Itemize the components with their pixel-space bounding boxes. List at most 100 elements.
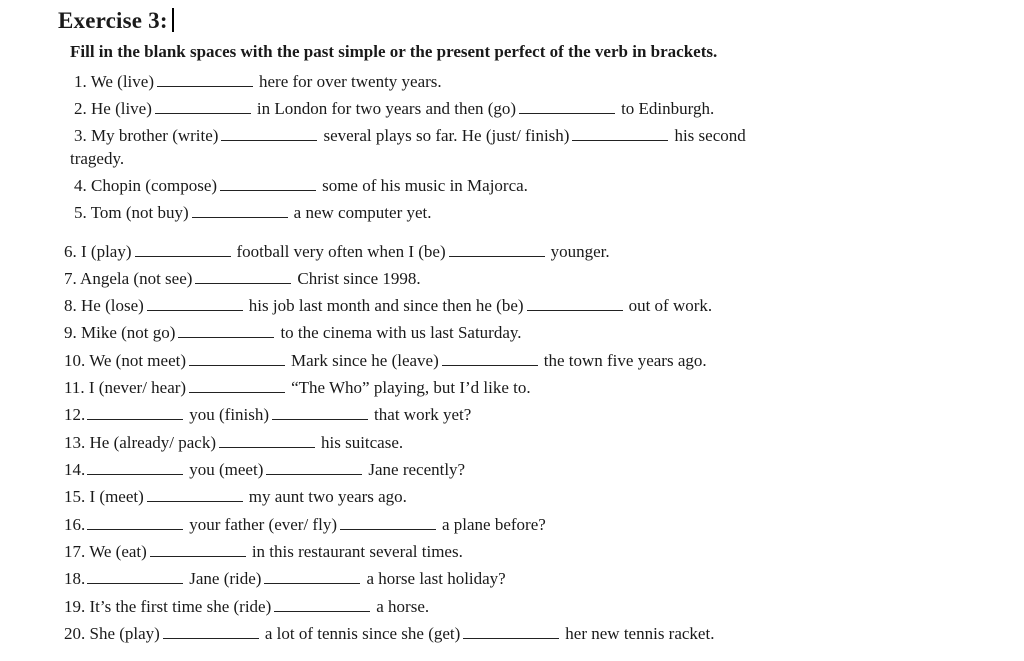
exercise-item-16: 16. your father (ever/ fly) a plane before… — [64, 515, 546, 535]
exercise-item-11: 11. I (never/ hear) “The Who” playing, bu… — [64, 378, 531, 398]
item-text: in London for two years and then (go) — [256, 99, 517, 118]
answer-blank[interactable] — [162, 624, 259, 639]
answer-blank[interactable] — [189, 378, 286, 393]
exercise-item-8: 8. He (lose) his job last month and since… — [64, 296, 712, 316]
answer-blank[interactable] — [178, 323, 275, 338]
item-text: a horse. — [376, 597, 430, 616]
item-text: that work yet? — [374, 405, 472, 424]
answer-blank[interactable] — [339, 515, 436, 530]
exercise-item-20: 20. She (play) a lot of tennis since she … — [64, 624, 714, 644]
exercise-title: Exercise 3: — [58, 8, 168, 33]
exercise-item-19: 19. It’s the first time she (ride) a hors… — [64, 597, 429, 617]
item-text: her new tennis racket. — [565, 624, 715, 643]
answer-blank[interactable] — [191, 203, 288, 218]
item-text: 18. — [64, 569, 86, 588]
item-text: 4. Chopin (compose) — [74, 176, 218, 195]
item-text: your father (ever/ fly) — [189, 515, 337, 534]
item-text: Jane recently? — [368, 460, 466, 479]
exercise-item-2: 2. He (live) in London for two years and … — [74, 99, 714, 119]
item-text: younger. — [550, 242, 610, 261]
item-text: 16. — [64, 515, 86, 534]
item-text: Jane (ride) — [189, 569, 262, 588]
item-text: you (finish) — [189, 405, 270, 424]
item-text: his suitcase. — [320, 433, 404, 452]
answer-blank[interactable] — [448, 242, 545, 257]
answer-blank[interactable] — [441, 351, 538, 366]
exercise-item-9: 9. Mike (not go) to the cinema with us la… — [64, 323, 522, 343]
answer-blank[interactable] — [189, 351, 286, 366]
item-text: you (meet) — [189, 460, 264, 479]
exercise-item-10: 10. We (not meet)Mark since he (leave)th… — [64, 351, 707, 371]
item-text: 12. — [64, 405, 86, 424]
item-text: in this restaurant several times. — [251, 542, 463, 561]
item-text: here for over twenty years. — [259, 72, 442, 91]
exercise-item-3: 3. My brother (write) several plays so fa… — [74, 126, 746, 146]
answer-blank[interactable] — [463, 624, 560, 639]
answer-blank[interactable] — [195, 269, 292, 284]
exercise-item-13: 13. He (already/ pack) his suitcase. — [64, 433, 403, 453]
item-text: 2. He (live) — [74, 99, 152, 118]
item-text: 13. He (already/ pack) — [64, 433, 216, 452]
item-text: to Edinburgh. — [621, 99, 715, 118]
item-text: 15. I (meet) — [64, 487, 144, 506]
answer-blank[interactable] — [87, 460, 184, 475]
item-text: 10. We (not meet) — [64, 351, 187, 370]
item-text: his job last month and since then he (be… — [248, 296, 524, 315]
answer-blank[interactable] — [157, 72, 253, 87]
item-text: Christ since 1998. — [297, 269, 421, 288]
item-text: tragedy. — [70, 149, 125, 168]
item-text: my aunt two years ago. — [248, 487, 407, 506]
item-text: 6. I (play) — [64, 242, 132, 261]
exercise-item-6: 6. I (play)football very often when I (b… — [64, 242, 610, 262]
answer-blank[interactable] — [519, 99, 616, 114]
answer-blank[interactable] — [87, 405, 184, 420]
answer-blank[interactable] — [526, 296, 623, 311]
answer-blank[interactable] — [87, 569, 184, 584]
item-text: a horse last holiday? — [366, 569, 506, 588]
item-text: to the cinema with us last Saturday. — [280, 323, 522, 342]
exercise-instruction: Fill in the blank spaces with the past s… — [70, 42, 718, 61]
answer-blank[interactable] — [146, 487, 243, 502]
item-text: a plane before? — [441, 515, 546, 534]
answer-blank[interactable] — [87, 515, 184, 530]
item-text: some of his music in Majorca. — [322, 176, 528, 195]
item-text: out of work. — [628, 296, 713, 315]
answer-blank[interactable] — [149, 542, 246, 557]
answer-blank[interactable] — [154, 99, 251, 114]
answer-blank[interactable] — [264, 569, 361, 584]
exercise-item-17: 17. We (eat) in this restaurant several t… — [64, 542, 463, 562]
item-text: 17. We (eat) — [64, 542, 147, 561]
exercise-item-12: 12. you (finish) that work yet? — [64, 405, 471, 425]
exercise-item-5: 5. Tom (not buy)a new computer yet. — [74, 203, 432, 223]
exercise-item-1: 1. We (live)here for over twenty years. — [74, 72, 442, 92]
exercise-item-3-continued: tragedy. — [70, 149, 124, 169]
item-text: 5. Tom (not buy) — [74, 203, 189, 222]
item-text: 20. She (play) — [64, 624, 160, 643]
exercise-heading: Exercise 3: — [58, 8, 174, 34]
item-text: his second — [674, 126, 746, 145]
answer-blank[interactable] — [272, 405, 369, 420]
text-cursor — [171, 8, 174, 32]
exercise-item-7: 7. Angela (not see) Christ since 1998. — [64, 269, 421, 289]
item-text: the town five years ago. — [543, 351, 707, 370]
exercise-item-4: 4. Chopin (compose) some of his music in … — [74, 176, 528, 196]
answer-blank[interactable] — [266, 460, 363, 475]
item-text: 11. I (never/ hear) — [64, 378, 187, 397]
answer-blank[interactable] — [134, 242, 231, 257]
answer-blank[interactable] — [218, 433, 315, 448]
item-text: 8. He (lose) — [64, 296, 144, 315]
answer-blank[interactable] — [274, 597, 371, 612]
answer-blank[interactable] — [220, 176, 317, 191]
item-text: 9. Mike (not go) — [64, 323, 176, 342]
answer-blank[interactable] — [221, 126, 318, 141]
item-text: 3. My brother (write) — [74, 126, 219, 145]
item-text: 19. It’s the first time she (ride) — [64, 597, 272, 616]
item-text: several plays so far. He (just/ finish) — [323, 126, 570, 145]
item-text: 7. Angela (not see) — [64, 269, 193, 288]
answer-blank[interactable] — [572, 126, 669, 141]
answer-blank[interactable] — [146, 296, 243, 311]
item-text: 14. — [64, 460, 86, 479]
item-text: a lot of tennis since she (get) — [264, 624, 461, 643]
item-text: “The Who” playing, but I’d like to. — [291, 378, 531, 397]
